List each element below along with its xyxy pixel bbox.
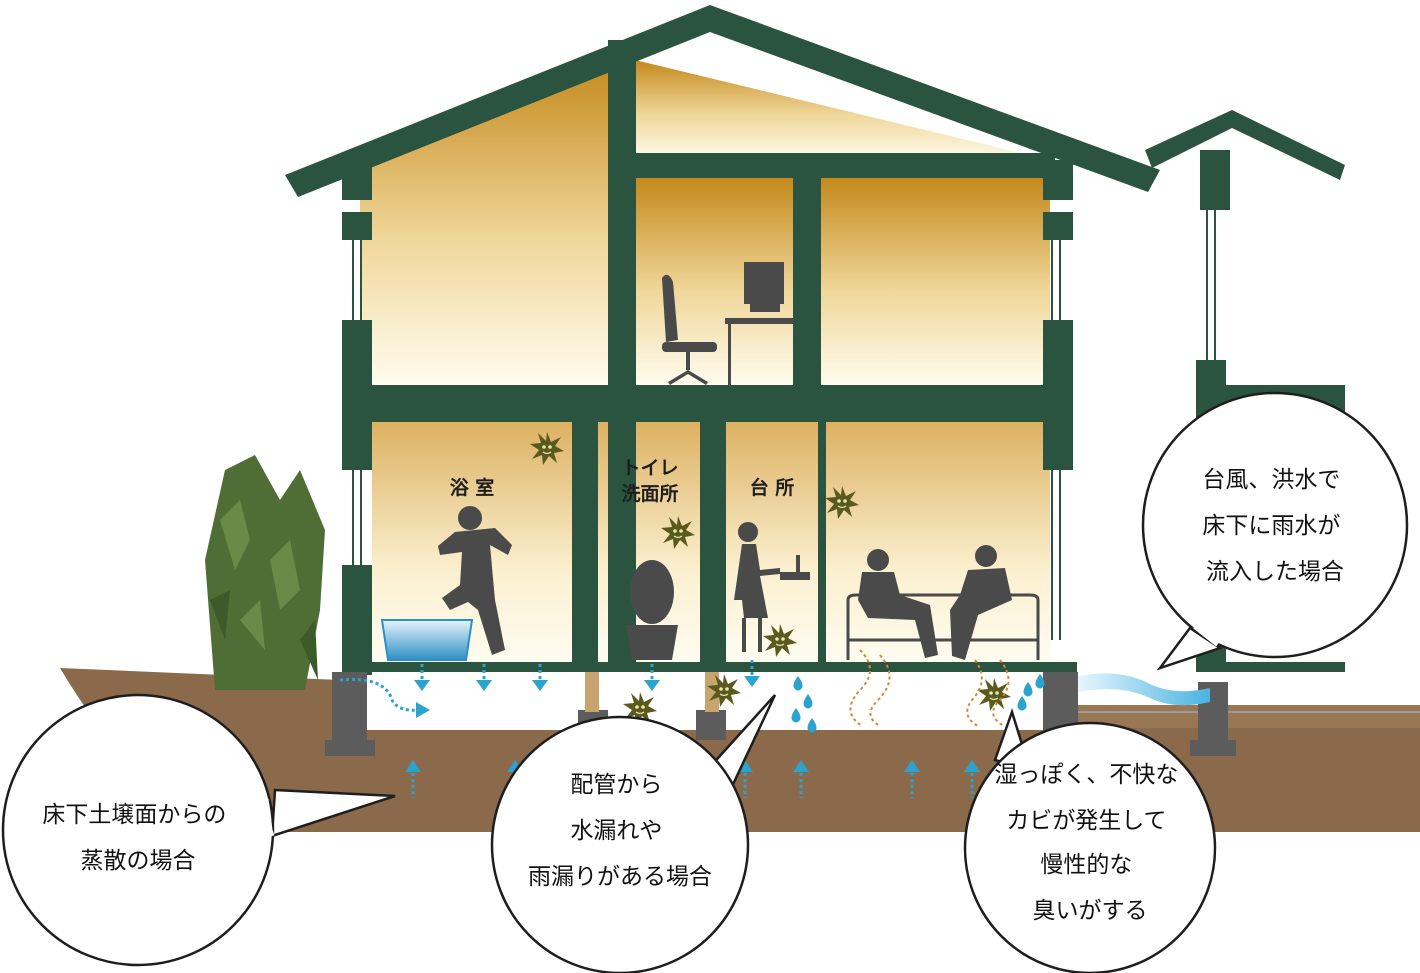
odor-wave-icon: [849, 649, 1010, 727]
speech-bubble-piping: 配管から 水漏れや 雨漏りがある場合: [490, 694, 777, 973]
room-label-bath: 浴 室: [450, 476, 495, 499]
bubble-typhoon-line-3: 流入した場合: [1206, 559, 1344, 585]
svg-text:配管から 水漏れや 雨漏りがある場合: 配管から 水漏れや 雨漏りがある場合: [528, 772, 712, 890]
bubble-piping-line-3: 雨漏りがある場合: [528, 864, 712, 890]
bubble-piping-line-2: 水漏れや: [570, 818, 662, 844]
office-icon: [662, 262, 793, 386]
room-label-washroom: 洗面所: [621, 482, 678, 505]
shrub-icon: [205, 455, 325, 690]
svg-text:湿っぽく、不快な カビが発生して 慢: 湿っぽく、不快な カビが発生して 慢性的な 臭いがする: [994, 762, 1185, 924]
room-label-toilet: トイレ: [621, 457, 678, 479]
bathtub: [380, 619, 474, 661]
speech-bubble-mold: 湿っぽく、不快な カビが発生して 慢性的な 臭いがする: [963, 708, 1217, 973]
bubble-mold-line-3: 慢性的な: [1040, 852, 1132, 878]
bubble-typhoon-line-2: 床下に雨水が: [1202, 513, 1340, 539]
speech-bubble-soil: 床下土壌面からの 蒸散の場合: [1, 693, 396, 967]
room-label-kitchen: 台 所: [750, 476, 795, 499]
water-flow: [1078, 673, 1210, 706]
svg-text:台風、洪水で 床下に雨水が 流入した: 台風、洪水で 床下に雨水が 流入した場合: [1202, 467, 1347, 585]
bubble-mold-line-1: 湿っぽく、不快な: [994, 762, 1178, 788]
svg-text:床下土壌面からの 蒸散の場合: 床下土壌面からの 蒸散の場合: [42, 802, 233, 874]
bubble-typhoon-line-1: 台風、洪水で: [1202, 467, 1340, 493]
bubble-soil-line-2: 蒸散の場合: [81, 848, 196, 874]
bubble-piping-line-1: 配管から: [570, 772, 662, 798]
bubble-mold-line-2: カビが発生して: [1006, 808, 1166, 834]
bubble-soil-line-1: 床下土壌面からの: [42, 802, 226, 828]
speech-bubble-typhoon: 台風、洪水で 床下に雨水が 流入した場合: [1141, 391, 1409, 671]
bubble-mold-line-4: 臭いがする: [1033, 898, 1148, 924]
